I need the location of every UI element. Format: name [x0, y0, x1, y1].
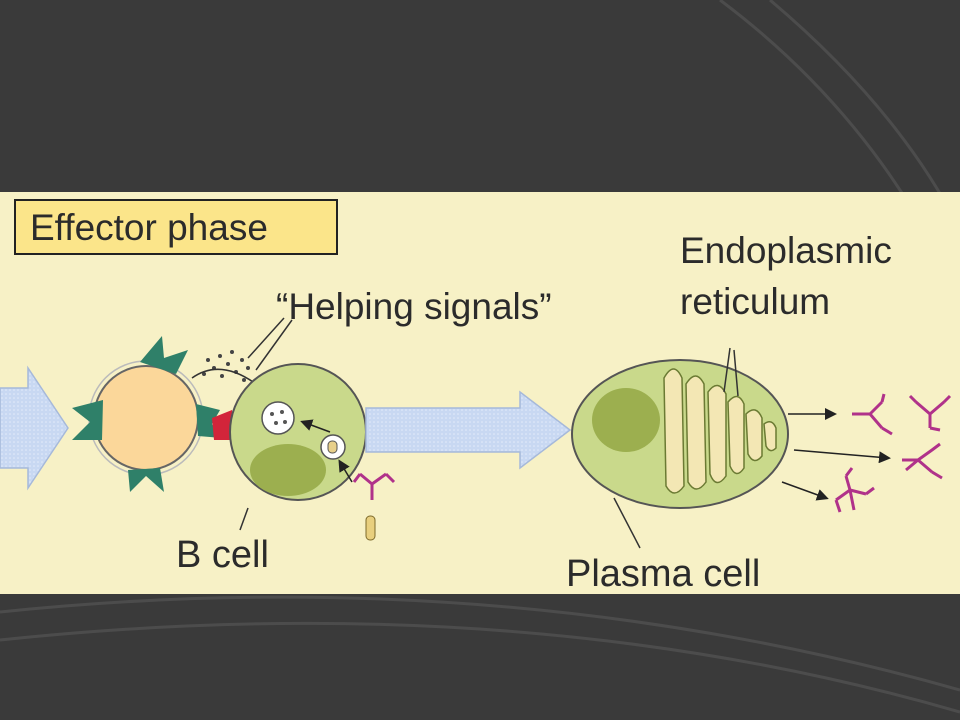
receptor-bottom — [128, 468, 164, 492]
differentiation-arrow — [365, 390, 572, 470]
helping-signals-pointer — [191, 317, 293, 385]
plasma-cell-pointer — [613, 497, 641, 549]
plasma-cell-nucleus — [592, 388, 660, 452]
endoplasmic-reticulum — [663, 368, 777, 494]
b-cell-label: B cell — [176, 534, 269, 576]
diagram-panel — [0, 192, 960, 594]
vesicle-icon — [261, 401, 295, 435]
b-cell — [229, 363, 367, 501]
diagram-title: Effector phase — [30, 207, 268, 248]
receptor-left — [72, 400, 103, 440]
b-cell-pointer — [239, 507, 249, 531]
er-label-line1: Endoplasmic — [680, 230, 892, 271]
secretion-arrows — [781, 408, 891, 501]
title-box — [14, 199, 338, 255]
helper-t-cell — [72, 336, 222, 492]
plasma-cell-label: Plasma cell — [566, 553, 761, 595]
plasma-cell — [571, 359, 789, 509]
er-pointer — [723, 347, 739, 397]
incoming-arrow — [0, 365, 69, 491]
helping-signals-label: “Helping signals” — [276, 286, 552, 327]
receptor-top — [140, 336, 188, 374]
er-label-line2: reticulum — [680, 281, 831, 322]
antigen-icon — [365, 515, 376, 541]
antigen-receptor-icon — [352, 472, 396, 500]
antibody-icon — [834, 393, 952, 513]
b-cell-nucleus — [250, 444, 326, 496]
